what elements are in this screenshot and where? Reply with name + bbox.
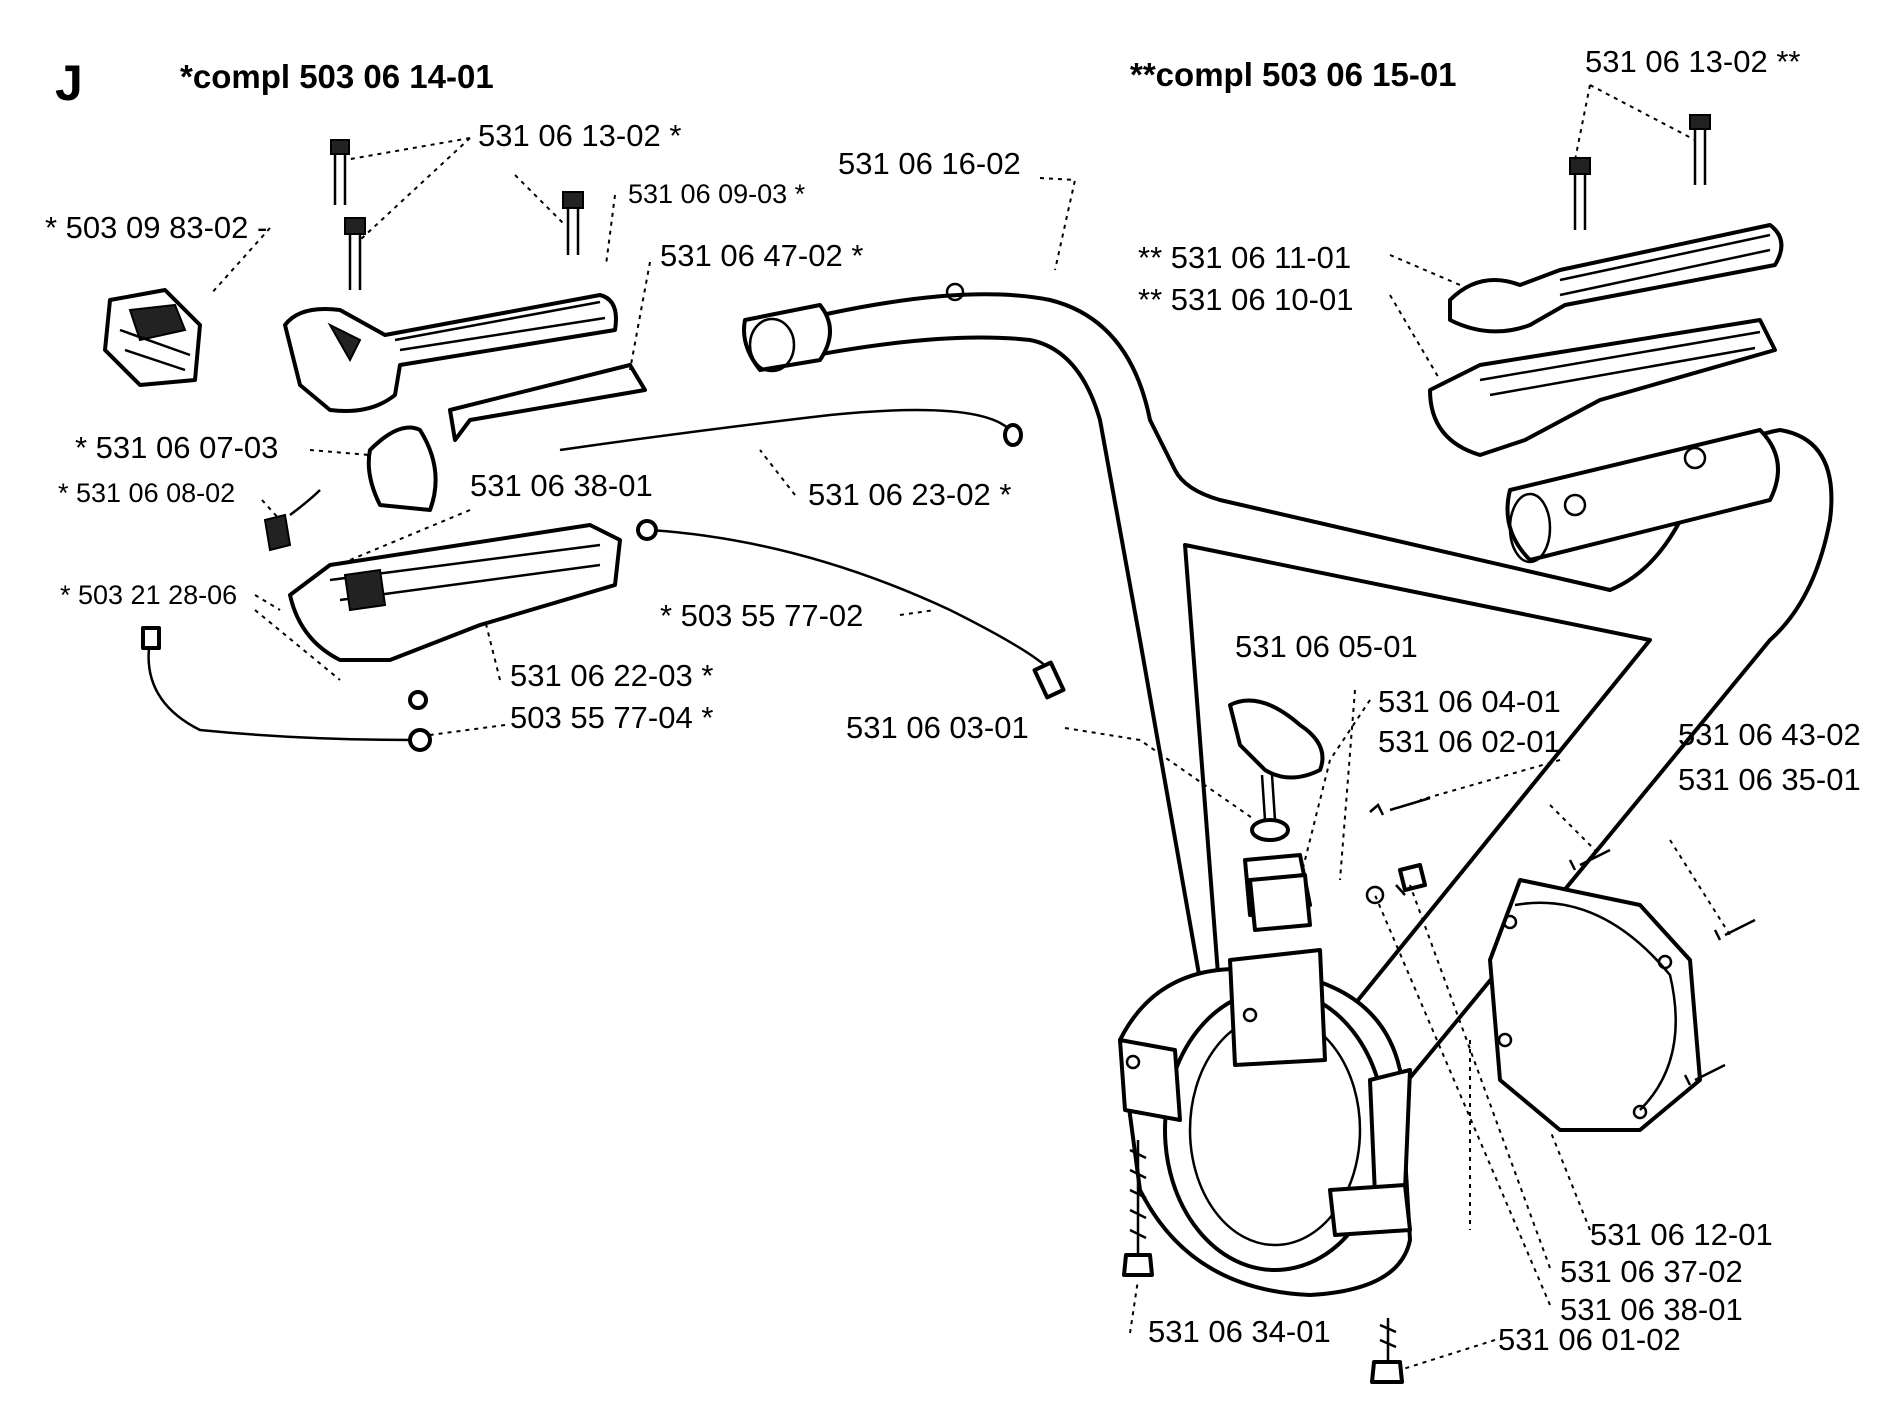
leader-lines xyxy=(209,84,1731,1371)
header-compl-right: **compl 503 06 15-01 xyxy=(1130,56,1457,93)
label-531-06-10-01: ** 531 06 10-01 xyxy=(1138,282,1353,317)
label-531-06-47-02: 531 06 47-02 * xyxy=(660,238,863,273)
cover-plate-531-06-12-01 xyxy=(1488,878,1702,1132)
label-531-06-05-01: 531 06 05-01 xyxy=(1235,629,1418,664)
main-handle-frame xyxy=(742,282,1834,1102)
label-503-21-28-06: * 503 21 28-06 xyxy=(60,580,237,610)
spring-531-06-08-02 xyxy=(263,489,321,552)
bolt-531-06-34-01 xyxy=(1122,1140,1154,1277)
bolt-531-06-01-02 xyxy=(1370,1318,1404,1384)
right-grip-upper xyxy=(1448,223,1784,334)
header-compl-left: *compl 503 06 14-01 xyxy=(180,58,494,95)
screws-531-06-13-02-left xyxy=(330,139,584,290)
trigger-531-06-47-02 xyxy=(448,363,647,442)
label-531-06-38-01-bottom: 531 06 38-01 xyxy=(1560,1292,1743,1327)
knob-531-06-05-01 xyxy=(1228,698,1325,932)
switch-503-09-83-02 xyxy=(103,288,202,387)
label-531-06-12-01: 531 06 12-01 xyxy=(1590,1217,1773,1252)
left-grip-upper xyxy=(283,293,618,413)
throttle-cable-531-06-23-02 xyxy=(559,408,1023,452)
label-531-06-35-01: 531 06 35-01 xyxy=(1678,762,1861,797)
left-grip-lower xyxy=(288,523,622,662)
label-531-06-09-03: 531 06 09-03 * xyxy=(628,179,806,209)
lock-531-06-07-03 xyxy=(366,425,438,512)
label-531-06-16-02: 531 06 16-02 xyxy=(838,146,1021,181)
label-531-06-23-02: 531 06 23-02 * xyxy=(808,477,1011,512)
label-503-55-77-04: 503 55 77-04 * xyxy=(510,700,713,735)
label-531-06-02-01: 531 06 02-01 xyxy=(1378,724,1561,759)
label-503-55-77-02: * 503 55 77-02 xyxy=(660,598,863,633)
right-grip-lower xyxy=(1428,318,1777,457)
label-531-06-13-02-right: 531 06 13-02 ** xyxy=(1585,44,1800,79)
label-531-06-34-01: 531 06 34-01 xyxy=(1148,1314,1331,1349)
label-531-06-43-02: 531 06 43-02 xyxy=(1678,717,1861,752)
label-531-06-08-02: * 531 06 08-02 xyxy=(58,478,235,508)
cable-503-21-28-06 xyxy=(141,626,432,752)
label-531-06-01-02: 531 06 01-02 xyxy=(1498,1322,1681,1357)
label-531-06-38-01-top: 531 06 38-01 xyxy=(470,468,653,503)
clamp-body xyxy=(1118,948,1412,1297)
stop-cable-503-55-77-02 xyxy=(636,519,1066,700)
label-503-09-83-02: * 503 09 83-02 - xyxy=(45,210,267,245)
label-531-06-37-02: 531 06 37-02 xyxy=(1560,1254,1743,1289)
section-letter: J xyxy=(55,55,83,111)
label-531-06-07-03: * 531 06 07-03 xyxy=(75,430,278,465)
label-531-06-22-03: 531 06 22-03 * xyxy=(510,658,713,693)
label-531-06-13-02-left: 531 06 13-02 * xyxy=(478,118,681,153)
screws-right-cluster xyxy=(1365,796,1756,1086)
label-531-06-11-01: ** 531 06 11-01 xyxy=(1138,240,1351,275)
screws-531-06-13-02-right xyxy=(1569,114,1711,230)
label-531-06-04-01: 531 06 04-01 xyxy=(1378,684,1561,719)
label-531-06-03-01: 531 06 03-01 xyxy=(846,710,1029,745)
part-labels: 531 06 13-02 * 531 06 13-02 ** 531 06 09… xyxy=(45,44,1861,1357)
